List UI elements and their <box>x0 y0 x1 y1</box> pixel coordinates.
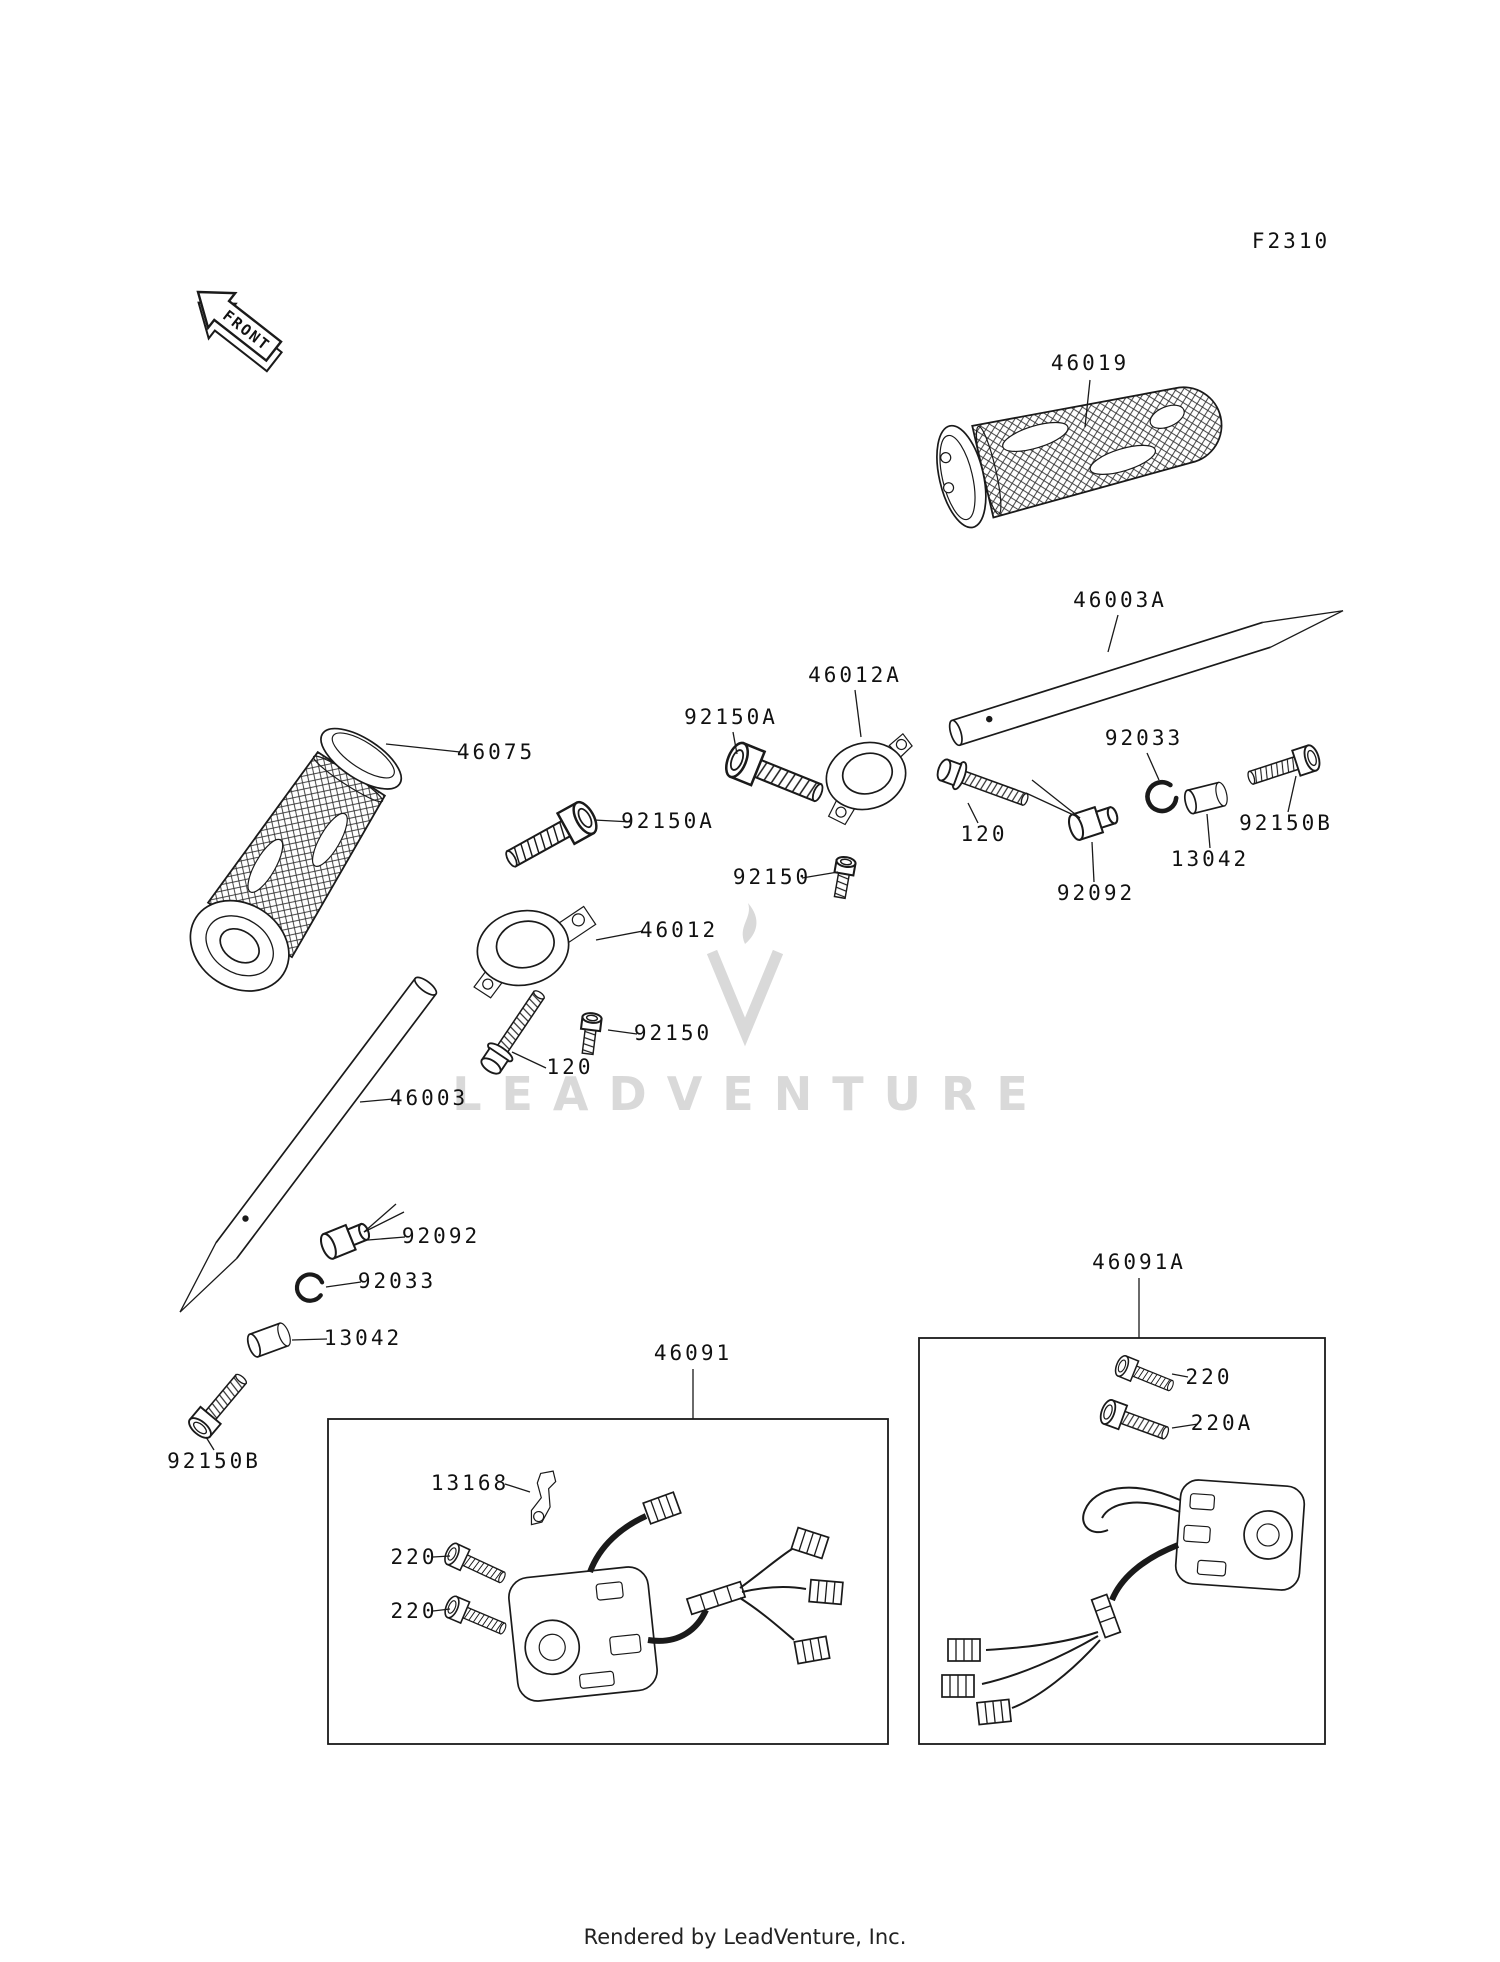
bushing-13042-left <box>244 1320 294 1360</box>
bolt-120-left <box>475 983 554 1080</box>
part-label-92033-left: 92033 <box>358 1269 436 1293</box>
leader-lines <box>205 379 1297 1612</box>
screw-92150-mid <box>829 854 858 901</box>
bushing-13042-right <box>1181 780 1231 816</box>
switch-housing-right <box>1174 1479 1306 1591</box>
footer-credit: Rendered by LeadVenture, Inc. <box>584 1925 907 1949</box>
bolt-120-right <box>933 753 1034 815</box>
clamp-13168 <box>530 1470 557 1526</box>
holder-46012 <box>473 905 597 999</box>
part-labels: 46019 46003A 46012A 92150A 92033 120 921… <box>167 351 1333 1623</box>
part-label-46003A: 46003A <box>1073 588 1167 612</box>
grip-left-46075 <box>189 727 403 992</box>
part-label-46075: 46075 <box>457 740 535 764</box>
part-label-92092-left: 92092 <box>402 1224 480 1248</box>
switch-housing-left <box>508 1566 658 1702</box>
handlebar-46003 <box>179 976 438 1313</box>
grip-right-46019 <box>936 386 1223 529</box>
pointer-arrow-left <box>363 1203 405 1233</box>
harness-left <box>587 1491 844 1665</box>
holder-46012A <box>825 732 913 826</box>
part-label-220-a: 220 <box>391 1545 438 1569</box>
harness-right <box>941 1486 1181 1726</box>
part-label-92033-right: 92033 <box>1105 726 1183 750</box>
part-label-92092-right: 92092 <box>1057 881 1135 905</box>
part-label-120-left: 120 <box>547 1055 594 1079</box>
bolt-220-b <box>441 1593 511 1641</box>
nut-92092-left <box>316 1217 374 1262</box>
bolt-92150B-right <box>1243 742 1324 793</box>
part-label-92150B-left: 92150B <box>167 1449 261 1473</box>
screw-92150-left <box>577 1011 604 1056</box>
bolt-220A <box>1096 1397 1173 1447</box>
watermark-text: LEADVENTURE <box>452 1067 1048 1121</box>
part-label-220-c: 220 <box>1186 1365 1233 1389</box>
part-label-220A: 220A <box>1191 1411 1254 1435</box>
circlip-92033-left <box>293 1271 326 1304</box>
part-label-92150B-right: 92150B <box>1239 811 1333 835</box>
part-label-220-b: 220 <box>391 1599 438 1623</box>
part-label-92150A-top: 92150A <box>684 705 778 729</box>
bolt-92150A-top <box>720 738 830 812</box>
bolt-220-c <box>1112 1353 1178 1398</box>
handlebar-46003A <box>948 610 1344 747</box>
part-label-13042-left: 13042 <box>324 1326 402 1350</box>
nut-92092-right <box>1065 800 1122 843</box>
bolt-92150B-left <box>184 1367 254 1443</box>
part-label-13042-right: 13042 <box>1171 847 1249 871</box>
front-arrow: FRONT <box>196 290 284 373</box>
box-46091 <box>327 1418 889 1745</box>
bolt-220-a <box>441 1540 510 1590</box>
bolt-92150A-left <box>498 797 603 877</box>
pointer-arrow-right <box>1025 779 1081 819</box>
part-label-120-right: 120 <box>961 822 1008 846</box>
figure-code: F2310 <box>1252 229 1330 253</box>
part-label-92150-mid: 92150 <box>733 865 811 889</box>
part-label-46091A: 46091A <box>1092 1250 1186 1274</box>
part-label-46091: 46091 <box>654 1341 732 1365</box>
box-46091A <box>918 1337 1326 1745</box>
part-label-13168: 13168 <box>431 1471 509 1495</box>
part-label-92150A-left: 92150A <box>621 809 715 833</box>
part-label-46019: 46019 <box>1051 351 1129 375</box>
circlip-92033-right <box>1145 780 1178 813</box>
part-label-92150-left: 92150 <box>634 1021 712 1045</box>
part-label-46012: 46012 <box>640 918 718 942</box>
part-label-46003: 46003 <box>390 1086 468 1110</box>
part-label-46012A: 46012A <box>808 663 902 687</box>
watermark-logo <box>706 903 784 1047</box>
